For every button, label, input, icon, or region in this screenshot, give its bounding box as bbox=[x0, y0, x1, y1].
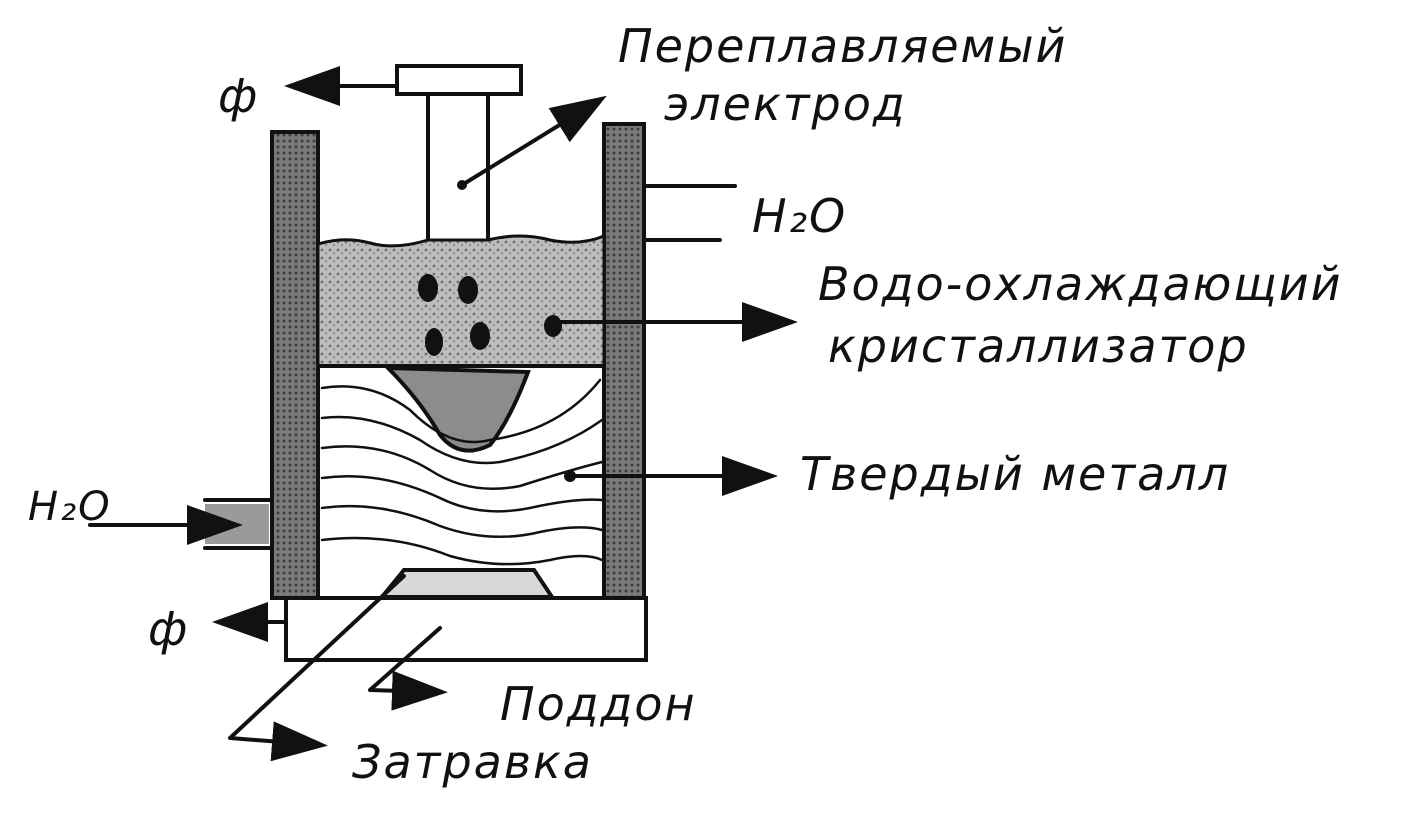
leader-electrode-dot bbox=[457, 180, 467, 190]
water-outlet-fill bbox=[646, 190, 716, 236]
grain-line bbox=[320, 445, 604, 491]
label-water-out: H₂O bbox=[752, 189, 847, 243]
label-tray: Поддон bbox=[500, 677, 697, 731]
label-seed: Затравка bbox=[352, 735, 593, 789]
seed-block bbox=[377, 568, 556, 599]
leader-tray bbox=[368, 626, 448, 711]
slag-droplet bbox=[544, 315, 562, 337]
tray bbox=[284, 596, 648, 662]
slag-droplet bbox=[418, 274, 438, 302]
label-crystallizer-1: Водо-охлаждающий bbox=[818, 257, 1342, 311]
label-phi-top: ф bbox=[218, 69, 259, 123]
grain-line bbox=[320, 378, 602, 444]
slag-region bbox=[316, 233, 606, 368]
right-wall bbox=[602, 122, 646, 600]
leader-lines bbox=[88, 66, 798, 762]
label-solid-metal: Твердый металл bbox=[800, 447, 1230, 501]
leader-solid-dot bbox=[564, 470, 576, 482]
molten-metal-pool bbox=[383, 365, 531, 453]
label-water-in: H₂O bbox=[28, 484, 112, 530]
grain-line bbox=[320, 504, 604, 539]
electrode-rod bbox=[426, 92, 490, 248]
electrode bbox=[395, 64, 523, 248]
slag-bath bbox=[316, 233, 606, 368]
leader-electrode bbox=[460, 95, 607, 187]
slag-droplet bbox=[470, 322, 490, 350]
grain-line bbox=[320, 536, 604, 566]
label-electrode-2: электрод bbox=[664, 77, 907, 131]
water-inlet-pipe bbox=[203, 498, 274, 550]
left-wall bbox=[270, 130, 320, 600]
label-electrode-1: Переплавляемый bbox=[618, 19, 1067, 73]
grain-line bbox=[320, 475, 604, 513]
label-phi-bottom: ф bbox=[148, 602, 189, 656]
label-crystallizer-2: кристаллизатор bbox=[828, 319, 1249, 373]
electrode-cap bbox=[395, 64, 523, 96]
water-outlet-pipe bbox=[642, 184, 737, 242]
leader-seed bbox=[228, 574, 406, 762]
slag-droplet bbox=[458, 276, 478, 304]
solid-metal-ingot bbox=[320, 378, 604, 566]
grain-line bbox=[320, 415, 604, 465]
slag-droplet bbox=[425, 328, 443, 356]
